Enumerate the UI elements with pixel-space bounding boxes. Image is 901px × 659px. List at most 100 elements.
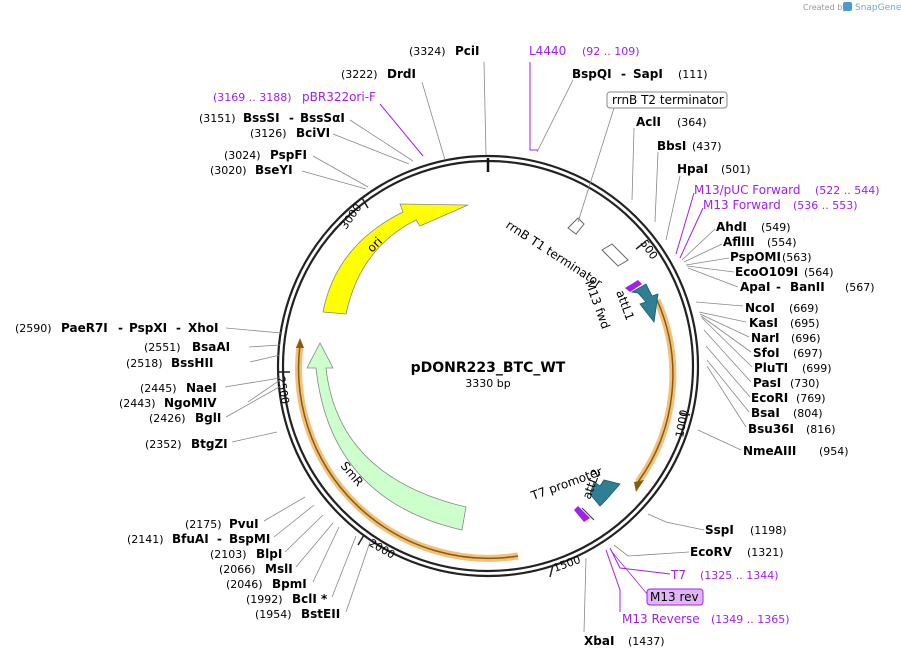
pvui-pos: (2175) — [185, 518, 222, 531]
pluti-pos: (699) — [802, 362, 832, 375]
site-bsshii[interactable]: (2518) BssHII — [126, 354, 281, 370]
site-drdi[interactable]: (3222) DrdI — [341, 67, 446, 161]
apai-name: ApaI — [740, 280, 770, 294]
feature-rrnb-t1[interactable]: rrnB T1 terminator — [503, 218, 629, 291]
site-ahdi[interactable]: AhdI (549) — [681, 220, 791, 261]
site-nari[interactable]: NarI (696) — [699, 313, 821, 345]
pcii-name: PciI — [455, 44, 480, 58]
banii-name: BanII — [790, 280, 825, 294]
snapgene-credit[interactable]: Created by SnapGene — [803, 2, 901, 13]
bsai-name: BsaI — [751, 406, 780, 420]
pbr322-name: pBR322ori-F — [302, 90, 376, 104]
site-bgli[interactable]: (2426) BglI — [149, 385, 282, 425]
site-bpmi[interactable]: (2046) BpmI — [226, 526, 340, 591]
pspfi-leader — [312, 155, 369, 188]
site-bsu36i[interactable]: Bsu36I (816) — [706, 365, 836, 436]
msli-name: MslI — [265, 562, 293, 576]
plasmid-name: pDONR223_BTC_WT — [411, 360, 566, 376]
site-bsaai[interactable]: (2551) BsaAI — [144, 340, 281, 354]
acli-leader — [631, 127, 635, 201]
feature-attl1[interactable]: attL1 — [613, 283, 659, 323]
primer-m13reverse[interactable]: M13 Reverse (1349 .. 1365) — [605, 549, 790, 626]
site-hpai[interactable]: HpaI (501) — [665, 162, 751, 241]
site-sspi[interactable]: SspI (1198) — [647, 513, 787, 537]
credit-brand: SnapGene — [855, 3, 901, 13]
bspqi-pos: (111) — [678, 68, 708, 81]
site-pcii[interactable]: (3324) PciI — [409, 44, 487, 156]
site-bcivi[interactable]: (3126) BciVI — [250, 126, 410, 165]
site-xbai[interactable]: XbaI (1437) — [583, 557, 665, 648]
ecorv-leader — [613, 544, 690, 557]
bpmi-pos: (2046) — [226, 578, 263, 591]
bseyi-leader — [301, 170, 367, 190]
tick-1000-mark — [679, 412, 691, 416]
drdi-leader — [421, 81, 446, 161]
tick-3000-mark — [361, 197, 369, 209]
site-msli[interactable]: (2066) MslI — [219, 522, 334, 576]
m13-rev-box[interactable]: M13 rev — [611, 551, 704, 606]
site-aflii[interactable]: AflIII (554) — [683, 235, 797, 263]
site-btgzi[interactable]: (2352) BtgZI — [145, 431, 278, 451]
m13puc-leader — [675, 192, 695, 255]
site-bseyi[interactable]: (3020) BseYI — [210, 163, 367, 190]
feature-rrnb-t2[interactable]: rrnB T2 terminator — [567, 91, 728, 235]
site-pspfi[interactable]: (3024) PspFI — [224, 148, 369, 188]
hpai-leader — [665, 175, 681, 241]
bsssi-name: BssSI — [243, 111, 280, 125]
pspfi-pos: (3024) — [224, 149, 261, 162]
primer-t7[interactable]: T7 (1325 .. 1344) — [609, 547, 779, 582]
site-sfoi[interactable]: SfoI (697) — [700, 315, 823, 360]
l4440-name: L4440 — [529, 44, 566, 58]
bspqi-sep: - — [621, 67, 626, 81]
apai-sep: - — [776, 280, 781, 294]
site-bfuai[interactable]: (2141) BfuAI - BspMI — [127, 504, 315, 546]
site-nmeaiii[interactable]: NmeAIII (954) — [697, 429, 849, 458]
bsteii-leader — [345, 541, 371, 613]
site-ncoi[interactable]: NcoI (669) — [695, 301, 819, 315]
site-bsteii[interactable]: (1954) BstEII — [255, 541, 371, 621]
bgli-pos: (2426) — [149, 412, 186, 425]
site-bbsi[interactable]: BbsI (437) — [654, 139, 722, 223]
site-ecori[interactable]: EcoRI (769) — [705, 345, 826, 405]
primer-m13fwd[interactable]: M13 Forward (536 .. 553) — [679, 198, 858, 259]
apai-leader — [687, 267, 739, 288]
site-ecorv[interactable]: EcoRV (1321) — [613, 544, 784, 559]
pasi-pos: (730) — [790, 377, 820, 390]
m13-rev-leader — [611, 551, 649, 596]
ecori-pos: (769) — [796, 392, 826, 405]
site-pasi[interactable]: PasI (730) — [703, 329, 820, 390]
bfuai-leader — [273, 504, 315, 538]
site-acli[interactable]: AclI (364) — [631, 115, 707, 201]
primer-pbr322[interactable]: (3169 .. 3188) pBR322ori-F — [213, 90, 424, 157]
site-kasi[interactable]: KasI (695) — [698, 311, 820, 330]
site-pspomi[interactable]: PspOMI (563) — [685, 250, 812, 266]
site-bspqi-sapi[interactable]: BspQI - SapI (111) — [536, 67, 708, 153]
hpai-name: HpaI — [677, 162, 708, 176]
site-pluti[interactable]: PluTI (699) — [701, 317, 832, 375]
ori-arrow — [322, 203, 469, 315]
site-bsssi[interactable]: (3151) BssSI - BssSαI — [199, 111, 414, 162]
bfuai-sep: - — [217, 532, 222, 546]
site-blpi[interactable]: (2103) BlpI — [210, 514, 324, 561]
site-apai[interactable]: ApaI - BanII (567) — [687, 267, 875, 294]
xbai-leader — [583, 557, 587, 633]
bsaai-pos: (2551) — [144, 341, 181, 354]
site-bsai[interactable]: BsaI (804) — [706, 359, 823, 420]
primer-l4440[interactable]: L4440 (92 .. 109) — [529, 44, 640, 151]
m13-rev-label: M13 rev — [650, 590, 699, 604]
site-ngomiv[interactable]: (2443) NgoMIV — [119, 379, 281, 410]
site-bcli[interactable]: (1992) BclI * — [246, 535, 357, 606]
primer-m13puc[interactable]: M13/pUC Forward (522 .. 544) — [675, 183, 880, 255]
site-paer7i[interactable]: (2590) PaeR7I - PspXI - XhoI — [15, 321, 282, 335]
sspi-leader — [647, 513, 705, 531]
feature-ori[interactable]: ori — [322, 203, 469, 315]
site-ecoo109i[interactable]: EcoO109I (564) — [686, 265, 834, 279]
bspqi-leader — [536, 79, 574, 153]
pluti-name: PluTI — [754, 361, 788, 375]
pspomi-leader — [685, 257, 730, 266]
m13puc-pos: (522 .. 544) — [815, 184, 880, 197]
site-naei[interactable]: (2445) NaeI — [140, 377, 281, 395]
feature-attl2[interactable]: attL2 — [580, 467, 621, 507]
site-pvui[interactable]: (2175) PvuI — [185, 496, 306, 531]
